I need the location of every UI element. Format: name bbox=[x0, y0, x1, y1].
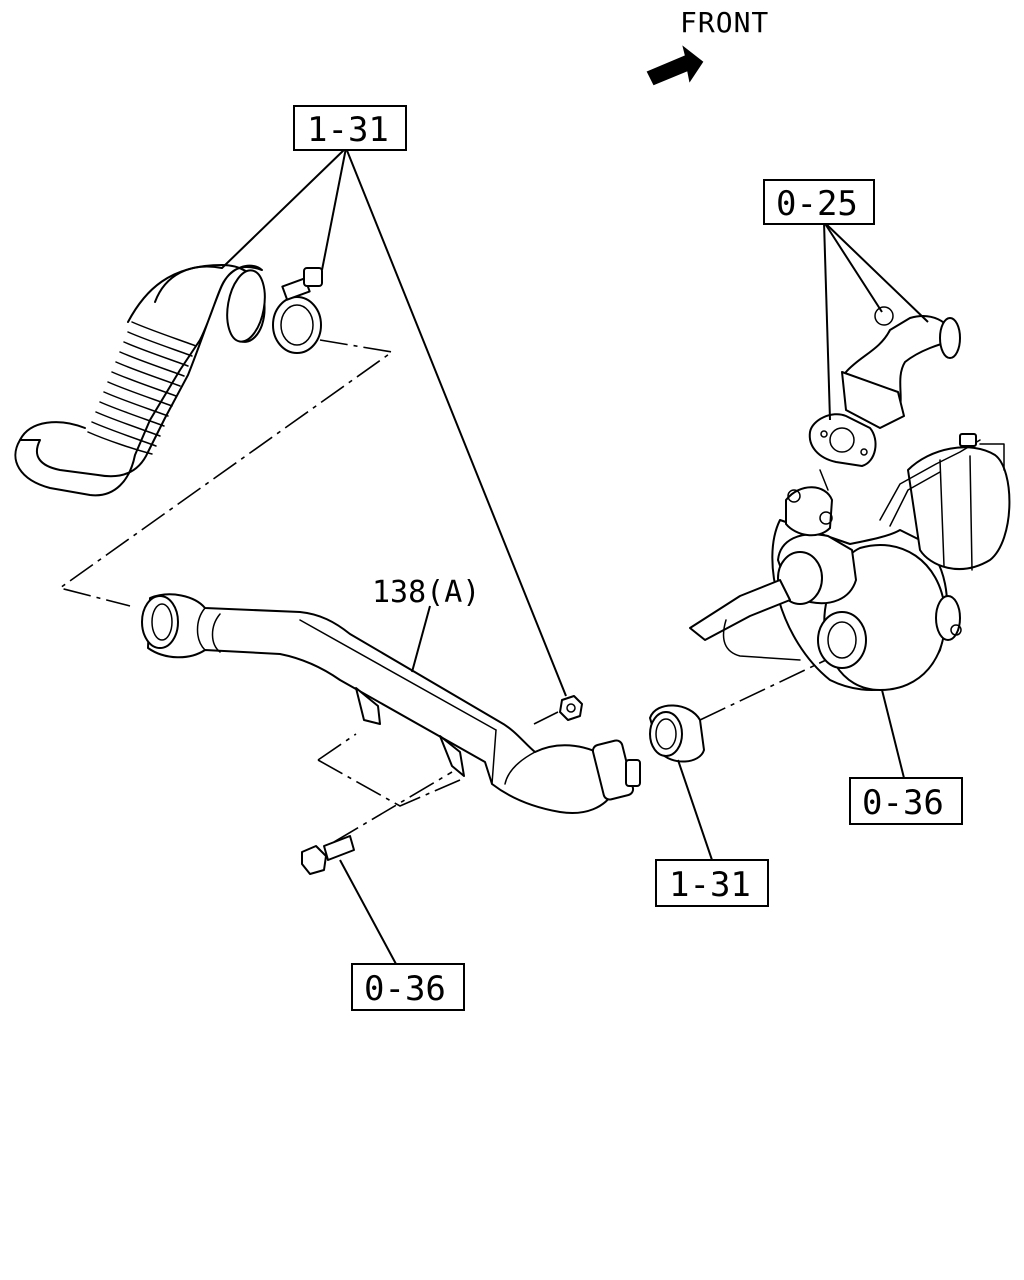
front-arrow-icon bbox=[646, 45, 704, 86]
callout-0-36-turbo: 0-36 bbox=[849, 777, 963, 825]
turbocharger bbox=[689, 433, 1011, 691]
leader-lines bbox=[221, 147, 929, 965]
callout-138a: 138(A) bbox=[372, 575, 480, 610]
callout-1-31-bottom: 1-31 bbox=[655, 859, 769, 907]
bolt bbox=[301, 835, 355, 875]
callout-1-31-top: 1-31 bbox=[293, 105, 407, 151]
assembly-lines bbox=[58, 339, 827, 843]
callout-text: 0-25 bbox=[776, 184, 858, 224]
intake-pipe bbox=[141, 593, 641, 814]
nut bbox=[559, 695, 583, 721]
callout-text: 138(A) bbox=[372, 575, 480, 610]
callout-text: 1-31 bbox=[307, 110, 389, 150]
callout-0-36-bolt: 0-36 bbox=[351, 963, 465, 1011]
front-label: FRONT bbox=[680, 6, 769, 39]
callout-0-25: 0-25 bbox=[763, 179, 875, 225]
front-indicator: FRONT bbox=[646, 6, 769, 86]
callout-text: 0-36 bbox=[862, 783, 944, 823]
turbo-elbow bbox=[841, 306, 961, 429]
hose-clamp-upper bbox=[272, 267, 323, 354]
gasket bbox=[808, 413, 877, 467]
callout-text: 0-36 bbox=[364, 969, 446, 1009]
callout-text: 1-31 bbox=[669, 865, 751, 905]
rubber-seal bbox=[649, 704, 705, 763]
upper-air-hose bbox=[14, 264, 266, 497]
